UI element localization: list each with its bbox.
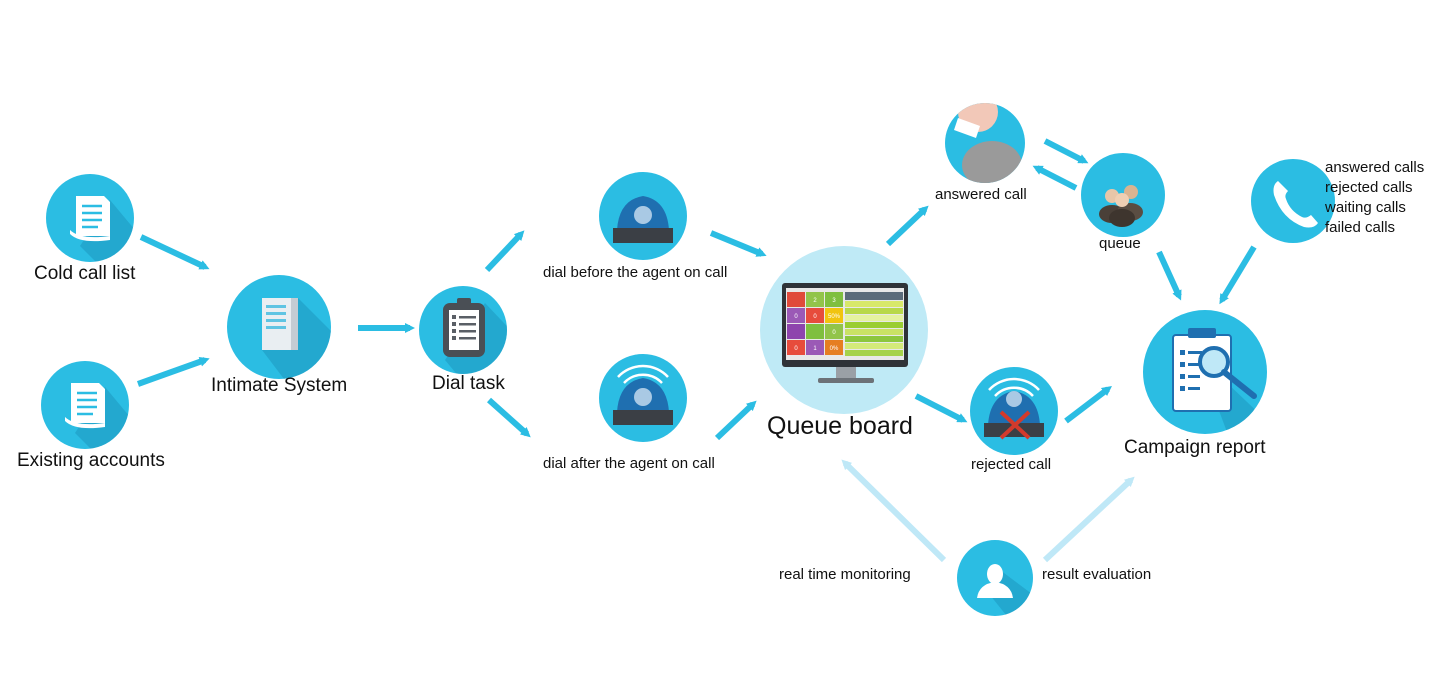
board-cell-value: 0: [813, 314, 817, 320]
board-cell-value: 0: [794, 346, 798, 352]
board-cell-value: 1: [813, 346, 817, 352]
board-cell-value: 0%: [830, 346, 839, 352]
report-magnifier-icon: [1143, 310, 1267, 434]
rejected-phone-icon: [970, 367, 1058, 455]
node-label-result-evaluation: result evaluation: [1042, 566, 1152, 583]
report-item: answered calls: [1325, 159, 1425, 176]
report-item: failed calls: [1325, 219, 1396, 236]
server-icon: [227, 275, 331, 379]
arrow-answered-to-queue: [1043, 138, 1089, 164]
flow-arrows: [136, 138, 1257, 441]
node-label-dial-before: dial before the agent on call: [543, 264, 728, 281]
monitor-dashboard-icon: 2 3 0 0 50% 0 0 1 0%: [760, 246, 928, 414]
arrow-board-to-rejected: [914, 393, 968, 423]
node-label-rejected-call: rejected call: [971, 456, 1052, 473]
clipboard-list-icon: [419, 286, 507, 374]
node-label-intimate-system: Intimate System: [211, 375, 348, 396]
arrow-after-to-board: [714, 400, 757, 441]
document-list-icon: [41, 361, 129, 449]
board-cell-value: 50%: [828, 314, 841, 320]
person-icon: [957, 540, 1033, 616]
arrow-cold-to-intimate: [139, 234, 210, 270]
arrow-rejected-to-report: [1064, 385, 1112, 424]
node-label-queue: queue: [1099, 235, 1141, 252]
node-label-campaign-report: Campaign report: [1124, 437, 1266, 458]
arrow-evaluation-to-report: [1042, 476, 1135, 563]
arrow-dialtask-to-before: [484, 230, 525, 273]
board-cell-value: 0: [832, 330, 836, 336]
people-group-icon: [1081, 153, 1165, 237]
node-label-dial-task: Dial task: [432, 373, 505, 394]
node-label-queue-board: Queue board: [767, 412, 913, 440]
arrow-existing-to-intimate: [136, 356, 210, 387]
node-label-dial-after: dial after the agent on call: [543, 455, 715, 472]
node-label-answered-call: answered call: [935, 186, 1027, 203]
report-item: waiting calls: [1325, 199, 1406, 216]
node-label-real-time-monitoring: real time monitoring: [779, 566, 911, 583]
board-cell-value: 3: [832, 298, 836, 304]
node-label-existing-accounts: Existing accounts: [17, 450, 165, 471]
phone-handset-icon: [1251, 159, 1335, 243]
node-label-cold-call-list: Cold call list: [34, 263, 136, 284]
board-cell-value: 0: [794, 314, 798, 320]
arrow-queue-to-report: [1156, 250, 1182, 301]
ringing-desk-phone-icon: [599, 354, 687, 442]
arrow-phone-to-report: [1219, 245, 1257, 305]
arrow-before-to-board: [709, 230, 767, 257]
report-items-list: answered calls rejected calls waiting ca…: [1325, 158, 1424, 238]
board-cell-value: 2: [813, 298, 817, 304]
arrow-board-to-answered: [885, 205, 929, 247]
report-item: rejected calls: [1325, 179, 1413, 196]
arrow-monitor-to-board: [841, 459, 947, 563]
arrow-dialtask-to-after: [486, 397, 531, 438]
arrow-queue-to-answered: [1032, 165, 1078, 191]
desk-phone-icon: [599, 172, 687, 260]
agent-headset-icon: [945, 103, 1025, 183]
monitor-arrows: [841, 459, 1135, 563]
